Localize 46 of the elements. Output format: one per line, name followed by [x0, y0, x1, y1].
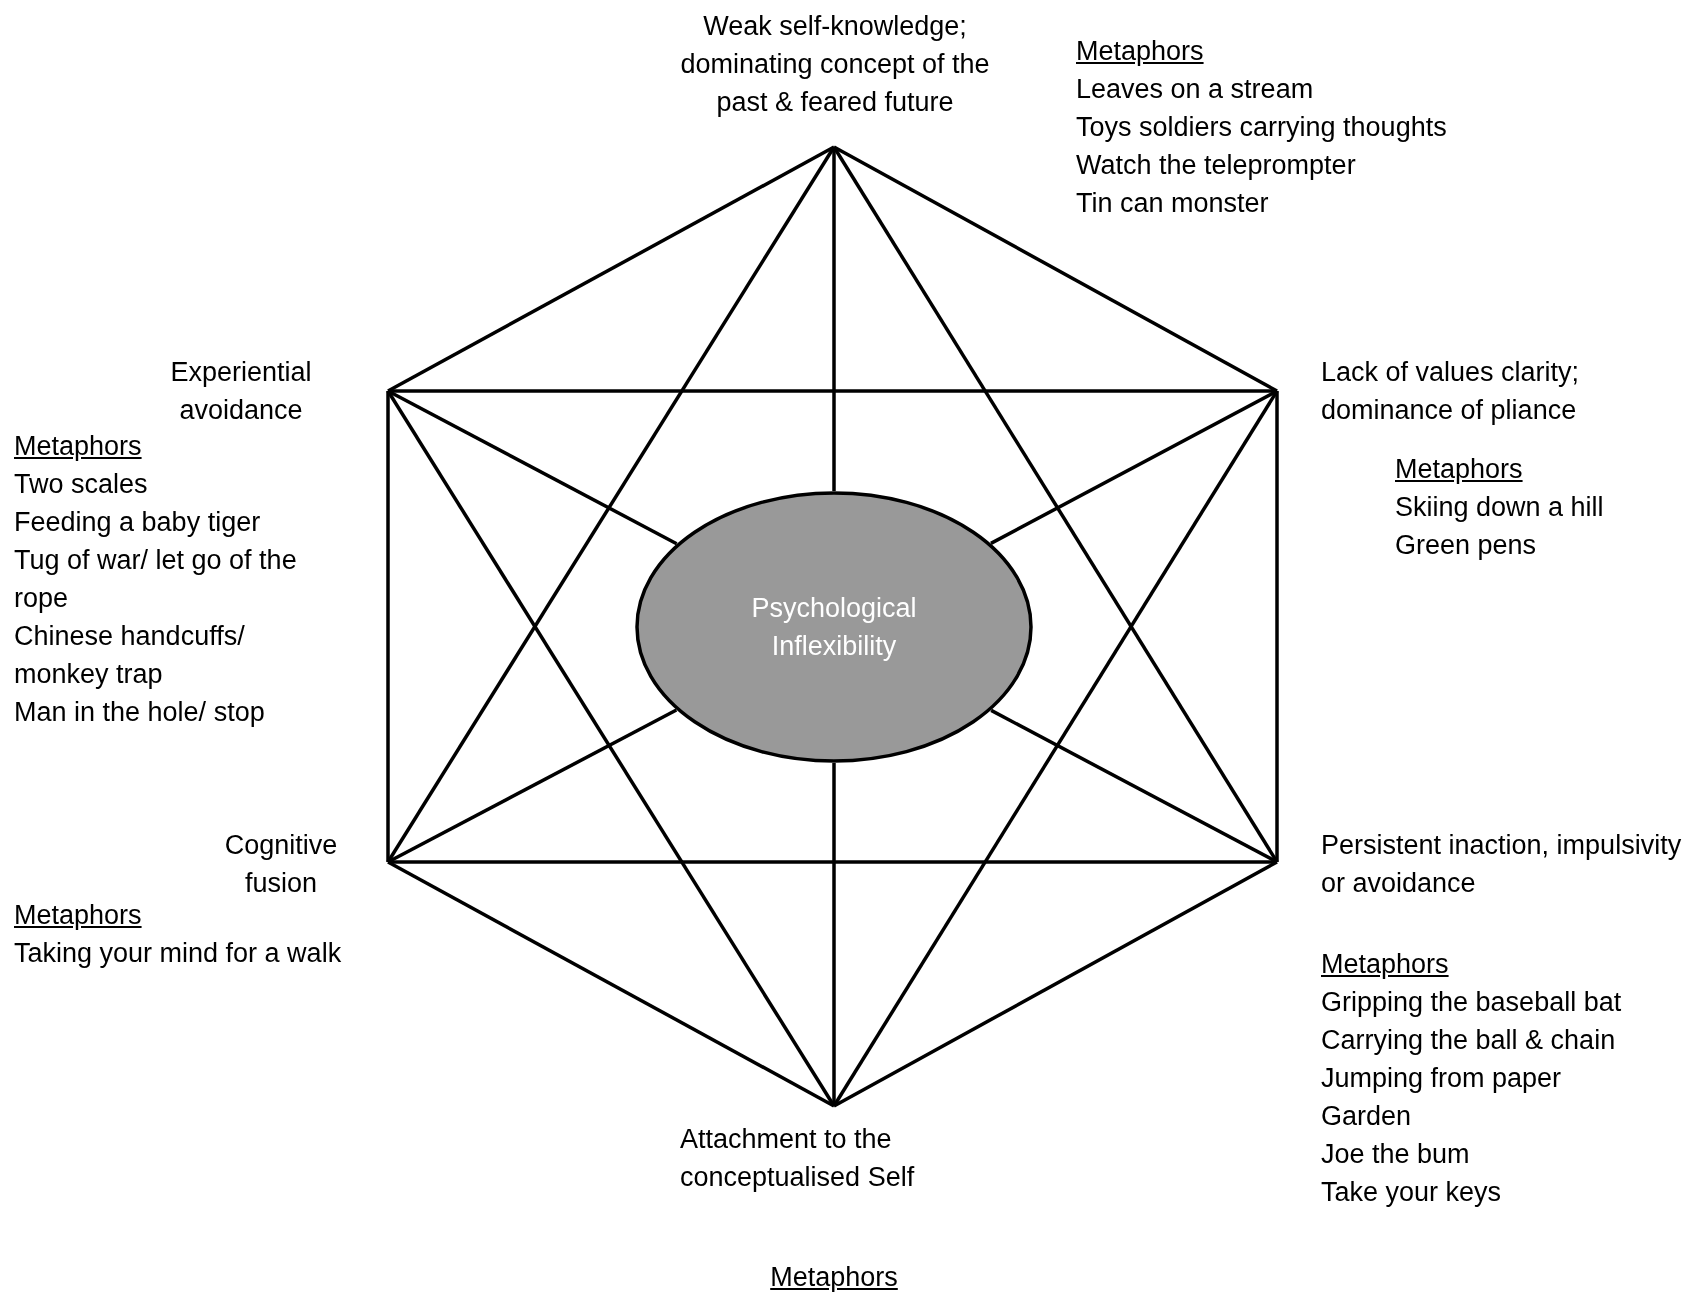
vertex-label: Attachment to the conceptualised Self — [680, 1106, 980, 1196]
connector-line — [388, 860, 1277, 864]
vertex-label: Persistent inaction, impulsivity or avoidance — [1277, 826, 1697, 906]
metaphor-item: Taking your mind for a walk — [14, 937, 343, 970]
connector-line — [832, 147, 836, 491]
connector-line — [832, 390, 1279, 1107]
metaphors-heading: Metaphors — [14, 430, 143, 463]
metaphors-heading: Metaphors — [14, 899, 143, 932]
metaphor-item: Man in the hole/ stop — [14, 696, 266, 729]
connector-line — [833, 145, 1278, 393]
metaphors-heading: Metaphors — [769, 1261, 899, 1294]
connector-line — [386, 391, 390, 862]
metaphor-item: Tin can monster — [1076, 187, 1270, 220]
connector-line — [1275, 391, 1279, 862]
node-label: Psychological Inflexibility — [750, 592, 918, 663]
metaphor-item: Skiing down a hill — [1395, 491, 1605, 524]
vertex-label: Cognitive fusion — [210, 826, 388, 906]
connector-line — [388, 389, 1277, 393]
metaphor-item: Chinese handcuffs/ monkey trap — [14, 620, 246, 691]
metaphor-item: Leaves on a stream — [1076, 73, 1315, 106]
connector-line — [832, 763, 836, 1106]
metaphor-item: Two scales — [14, 468, 149, 501]
connector-line — [833, 860, 1278, 1108]
metaphor-item: Take your keys — [1321, 1176, 1503, 1209]
metaphors-heading: Metaphors — [1395, 453, 1524, 486]
metaphor-item: Feeding a baby tiger — [14, 506, 262, 539]
connector-line — [386, 390, 836, 1107]
vertex-label: Weak self-knowledge; dominating concept of the past & feared future — [655, 8, 1015, 147]
metaphor-item: Watch the teleprompter — [1076, 149, 1357, 182]
connector-line — [832, 146, 1279, 863]
metaphor-item: Gripping the baseball bat — [1321, 986, 1623, 1019]
vertex-label: Lack of values clarity; dominance of pliance — [1277, 353, 1617, 433]
metaphor-item: Joe the bum — [1321, 1138, 1471, 1171]
connector-line — [387, 145, 835, 393]
metaphor-item: Toys soldiers carrying thoughts — [1076, 111, 1448, 144]
metaphor-item: Garden — [1321, 1100, 1413, 1133]
connector-line — [386, 146, 836, 863]
metaphors-heading: Metaphors — [1076, 35, 1205, 68]
metaphors-heading: Metaphors — [1321, 948, 1450, 981]
connector-line — [387, 860, 835, 1108]
vertex-label: Experiential avoidance — [130, 353, 388, 433]
metaphor-item: Tug of war/ let go of the rope — [14, 544, 298, 615]
metaphor-item: Green pens — [1395, 529, 1538, 562]
ellipse-node — [635, 491, 1033, 763]
metaphor-item: Carrying the ball & chain — [1321, 1024, 1617, 1057]
metaphor-item: Jumping from paper — [1321, 1062, 1563, 1095]
